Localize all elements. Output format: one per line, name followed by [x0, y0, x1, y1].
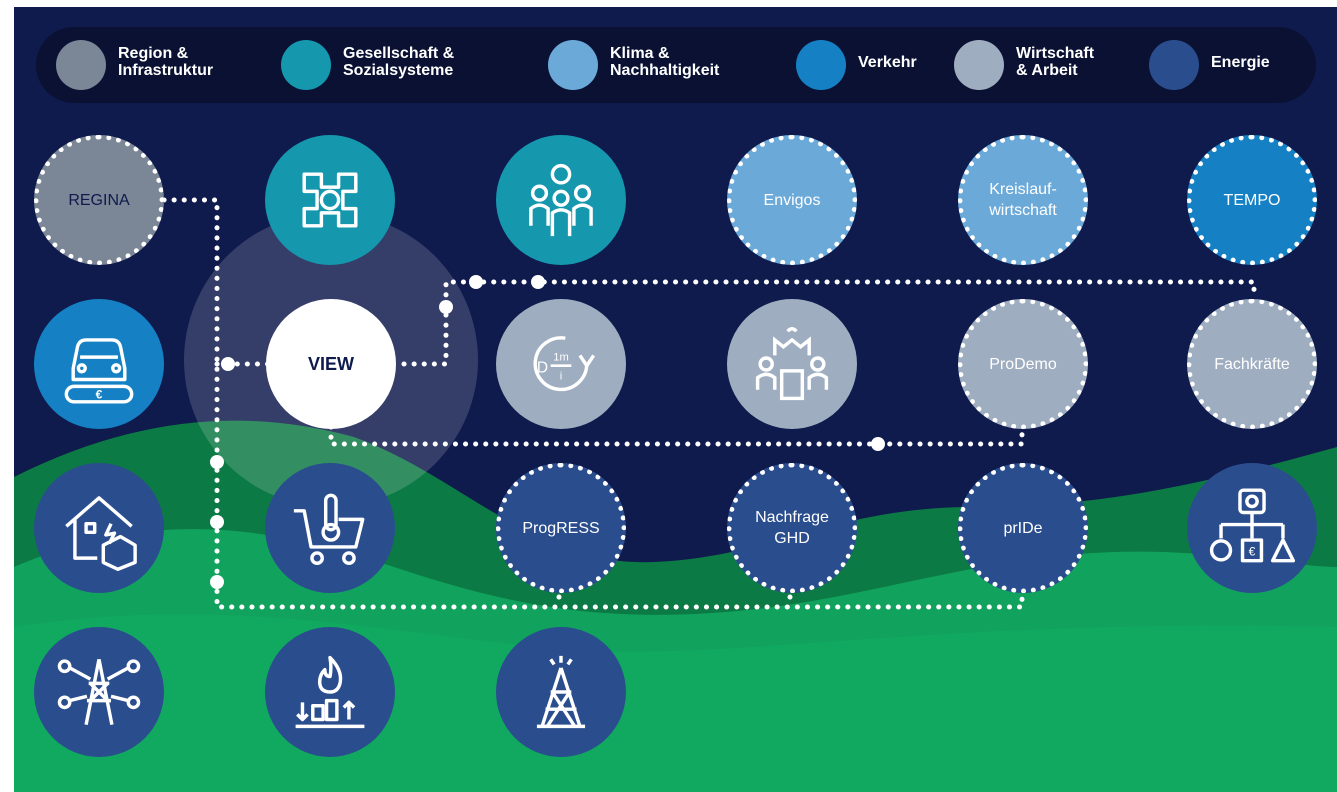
- node-regina[interactable]: REGINA: [34, 135, 164, 265]
- legend-dot: [281, 40, 331, 90]
- family-icon: [529, 163, 593, 237]
- node-view[interactable]: VIEW: [266, 299, 396, 429]
- legend-label: Gesellschaft & Sozialsysteme: [343, 45, 455, 79]
- node-discount[interactable]: D 1m i: [496, 299, 626, 429]
- node-grid[interactable]: [34, 627, 164, 757]
- legend-dot: [1149, 40, 1199, 90]
- industry-workers-icon: [755, 327, 829, 401]
- legend-dot: [954, 40, 1004, 90]
- connector-view-top: [401, 279, 1257, 367]
- legend-label: Region & Infrastruktur: [118, 45, 214, 79]
- node-pride[interactable]: prIDe: [958, 463, 1088, 593]
- svg-text:€: €: [96, 387, 103, 401]
- svg-text:D: D: [537, 360, 548, 377]
- node-car[interactable]: €: [34, 299, 164, 429]
- junction-dot: [871, 437, 885, 451]
- legend-dot: [548, 40, 598, 90]
- discount-rate-icon: D 1m i: [533, 336, 596, 392]
- node-nachfrage-label: Nachfrage GHD: [755, 509, 829, 547]
- legend-dot: [796, 40, 846, 90]
- connector-lines: [161, 197, 1257, 610]
- legend: Region & Infrastruktur Gesellschaft & Soz…: [36, 27, 1316, 103]
- node-flame[interactable]: [265, 627, 395, 757]
- junction-dot: [210, 575, 224, 589]
- node-progress-label: ProgRESS: [522, 519, 600, 537]
- node-kreislauf[interactable]: Kreislauf- wirtschaft: [958, 135, 1088, 265]
- node-family[interactable]: [496, 135, 626, 265]
- legend-label: Klima & Nachhaltigkeit: [610, 45, 720, 79]
- junction-dot: [439, 300, 453, 314]
- svg-text:€: €: [1249, 545, 1256, 559]
- svg-text:i: i: [560, 370, 562, 382]
- node-prodemo[interactable]: ProDemo: [958, 299, 1088, 429]
- node-view-label: VIEW: [307, 353, 354, 374]
- node-house[interactable]: [34, 463, 164, 593]
- legend-dot: [56, 40, 106, 90]
- node-prodemo-label: ProDemo: [989, 355, 1057, 373]
- node-progress[interactable]: ProgRESS: [496, 463, 626, 593]
- junction-dot: [531, 275, 545, 289]
- connector-view-bottom: [328, 424, 1025, 447]
- node-tempo-label: TEMPO: [1223, 191, 1281, 209]
- legend-label: Energie: [1211, 54, 1270, 71]
- legend-label: Verkehr: [858, 54, 917, 71]
- junction-dot: [210, 455, 224, 469]
- node-fachkraefte[interactable]: Fachkräfte: [1187, 299, 1317, 429]
- junction-dot: [210, 515, 224, 529]
- transmission-tower-icon: [536, 655, 586, 729]
- flame-bars-icon: [295, 655, 365, 729]
- car-euro-icon: €: [64, 338, 134, 404]
- node-tower[interactable]: [496, 627, 626, 757]
- socket-network-icon: €: [1209, 488, 1295, 563]
- connector-stubs: [556, 594, 793, 610]
- node-cart[interactable]: [265, 463, 395, 593]
- node-kreislauf-label: Kreislauf- wirtschaft: [989, 181, 1057, 219]
- hands-circle-icon: [302, 172, 358, 228]
- node-fachkraefte-label: Fachkräfte: [1214, 355, 1290, 373]
- node-tempo[interactable]: TEMPO: [1187, 135, 1317, 265]
- junction-dot: [221, 357, 235, 371]
- node-regina-label: REGINA: [68, 191, 130, 209]
- node-envigos-label: Envigos: [763, 191, 821, 209]
- power-grid-icon: [57, 658, 141, 726]
- svg-text:1m: 1m: [553, 352, 569, 364]
- node-hands[interactable]: [265, 135, 395, 265]
- legend-label: Wirtschaft & Arbeit: [1016, 45, 1095, 79]
- node-socket[interactable]: €: [1187, 463, 1317, 593]
- node-envigos[interactable]: Envigos: [727, 135, 857, 265]
- node-nachfrage[interactable]: Nachfrage GHD: [727, 463, 857, 593]
- node-industry[interactable]: [727, 299, 857, 429]
- diagram-canvas: Region & Infrastruktur Gesellschaft & Soz…: [14, 7, 1337, 792]
- cart-thermometer-icon: [293, 493, 365, 565]
- node-pride-label: prIDe: [1003, 519, 1043, 537]
- house-energy-icon: [65, 496, 137, 571]
- junction-dot: [469, 275, 483, 289]
